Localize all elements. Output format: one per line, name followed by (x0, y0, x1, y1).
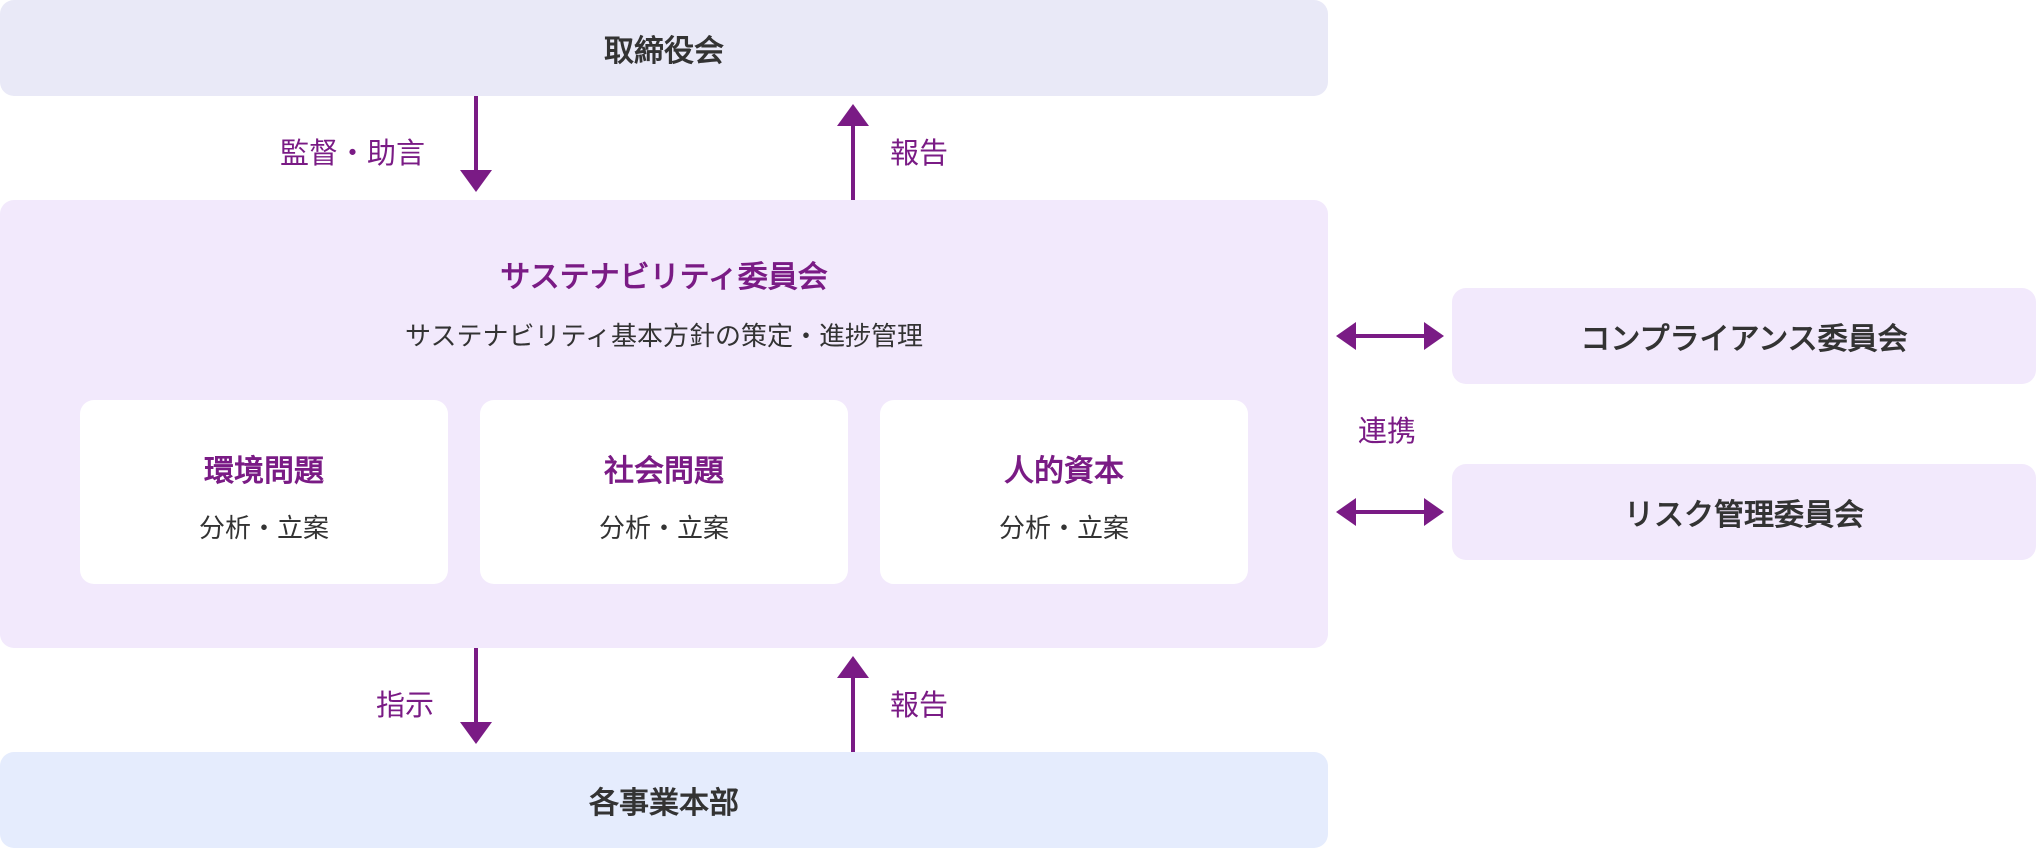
board-title: 取締役会 (604, 34, 724, 69)
sustainability-committee-title: サステナビリティ委員会 (500, 260, 828, 295)
label-supervise: 監督・助言 (280, 136, 426, 170)
card-social: 社会問題 分析・立案 (480, 400, 848, 584)
arrow-head-left (1336, 498, 1356, 526)
arrow-head-up (837, 656, 869, 678)
arrow-head-right (1424, 498, 1444, 526)
compliance-committee-title: コンプライアンス委員会 (1580, 322, 1908, 357)
arrow-head-down (460, 722, 492, 744)
card-subtitle: 分析・立案 (598, 514, 729, 544)
card-title: 環境問題 (204, 454, 324, 489)
risk-committee-box: リスク管理委員会 (1452, 464, 2036, 560)
label-collaborate: 連携 (1358, 414, 1417, 448)
label-report-bottom: 報告 (890, 688, 949, 722)
board-box: 取締役会 (0, 0, 1328, 96)
label-instruct: 指示 (376, 688, 435, 722)
card-subtitle: 分析・立案 (998, 514, 1129, 544)
card-human-capital: 人的資本 分析・立案 (880, 400, 1248, 584)
arrow-head-down (460, 170, 492, 192)
arrow-head-right (1424, 322, 1444, 350)
card-title: 人的資本 (1004, 454, 1124, 489)
departments-box: 各事業本部 (0, 752, 1328, 848)
label-report-top: 報告 (890, 136, 949, 170)
departments-title: 各事業本部 (589, 786, 739, 821)
card-title: 社会問題 (604, 454, 724, 489)
card-environment: 環境問題 分析・立案 (80, 400, 448, 584)
arrow-head-up (837, 104, 869, 126)
risk-committee-title: リスク管理委員会 (1624, 498, 1864, 533)
card-subtitle: 分析・立案 (198, 514, 329, 544)
arrow-head-left (1336, 322, 1356, 350)
compliance-committee-box: コンプライアンス委員会 (1452, 288, 2036, 384)
sustainability-committee-subtitle: サステナビリティ基本方針の策定・進捗管理 (405, 322, 923, 352)
